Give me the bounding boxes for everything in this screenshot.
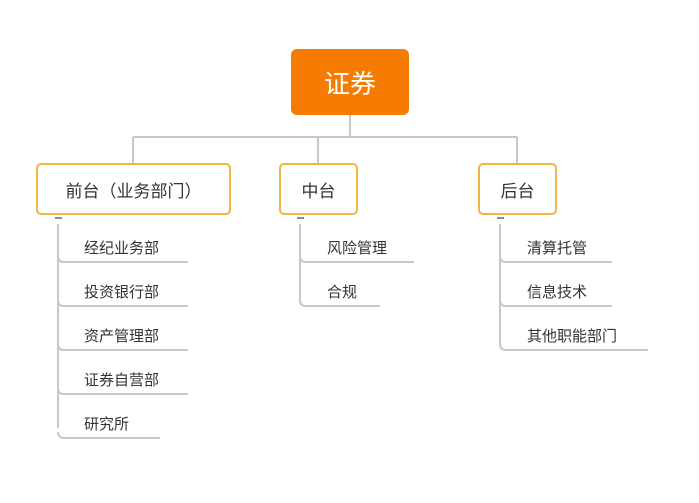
leaf-connector <box>57 255 188 263</box>
leaf-connector <box>499 255 612 263</box>
leaf-node[interactable]: 证券自营部 <box>84 371 160 389</box>
leaf-connector <box>57 343 188 351</box>
collapse-toggle[interactable] <box>497 217 504 219</box>
branch-node-back-office[interactable]: 后台 <box>478 163 557 215</box>
leaf-node[interactable]: 研究所 <box>84 415 130 433</box>
branch-label: 后台 <box>500 181 535 202</box>
root-node[interactable]: 证券 <box>291 49 409 115</box>
leaf-connector <box>299 299 380 307</box>
leaf-node[interactable]: 合规 <box>327 283 358 301</box>
branch-label: 前台（业务部门） <box>65 181 202 202</box>
leaf-connector <box>499 343 648 351</box>
leaf-node[interactable]: 其他职能部门 <box>527 327 618 345</box>
collapse-toggle[interactable] <box>297 217 304 219</box>
branch-node-front-office[interactable]: 前台（业务部门） <box>36 163 231 215</box>
leaf-connector <box>57 431 160 439</box>
collapse-toggle[interactable] <box>55 217 62 219</box>
leaf-connector <box>57 387 188 395</box>
leaf-connector <box>299 255 414 263</box>
leaf-node[interactable]: 信息技术 <box>527 283 588 301</box>
leaf-node[interactable]: 资产管理部 <box>84 327 160 345</box>
branch-label: 中台 <box>301 181 336 202</box>
root-label: 证券 <box>323 69 376 100</box>
leaf-node[interactable]: 清算托管 <box>527 239 588 257</box>
leaf-connector <box>57 299 188 307</box>
leaf-node[interactable]: 经纪业务部 <box>84 239 160 257</box>
leaf-connector <box>499 299 612 307</box>
branch-node-middle-office[interactable]: 中台 <box>279 163 358 215</box>
leaf-node[interactable]: 风险管理 <box>327 239 388 257</box>
leaf-node[interactable]: 投资银行部 <box>84 283 160 301</box>
